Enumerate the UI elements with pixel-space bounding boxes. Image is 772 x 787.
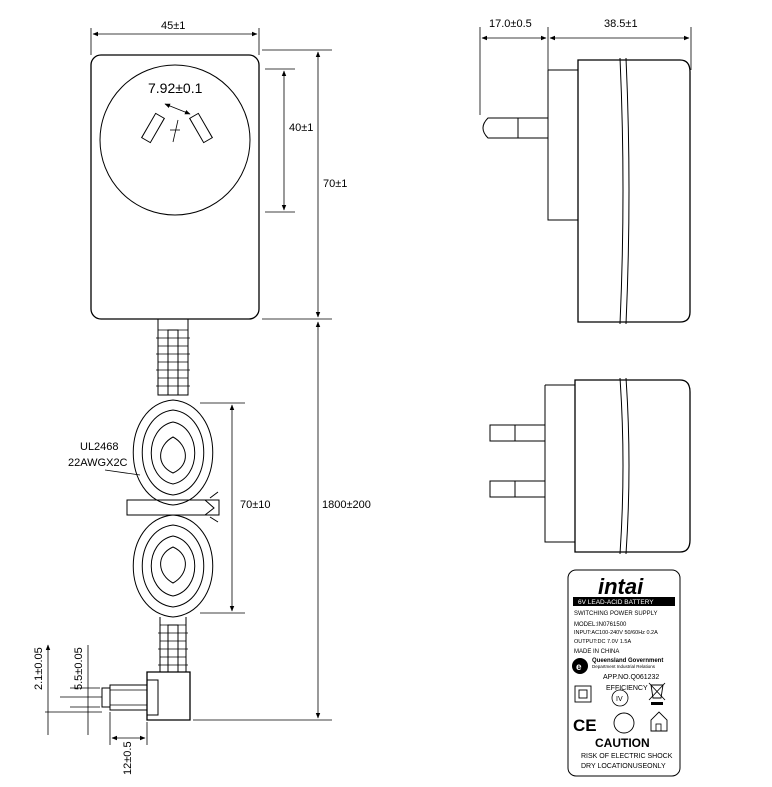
weee-bin-icon (648, 682, 666, 705)
label-warning2: DRY LOCATIONUSEONLY (581, 763, 666, 770)
indoor-use-icon (650, 711, 668, 732)
plug-outer-dim: 5.5±0.05 (73, 647, 85, 690)
side-body-bottom (574, 379, 691, 553)
circle-height-dim: 40±1 (289, 122, 313, 134)
label-outline (567, 569, 681, 777)
cable-tie (126, 499, 220, 516)
right-pin (188, 112, 214, 144)
dc-plug-body (146, 671, 191, 721)
rcm-logo-icon (572, 658, 588, 674)
svg-text:e: e (576, 662, 582, 673)
ce-mark: CE (573, 716, 597, 735)
side-pin-lower (489, 480, 546, 498)
coil-loop-lower (132, 514, 214, 618)
plug-inner-dim: 2.1±0.05 (33, 647, 45, 690)
socket-circle (99, 64, 251, 216)
blank-circle-icon (613, 712, 635, 734)
cable-assembly: 2.1±0.05 5.5±0.05 12±0.5 70±10 1800±200 (33, 319, 371, 775)
left-pin (140, 112, 166, 144)
side-pin-top (482, 117, 549, 139)
pin-spacing-dim: 7.92±0.1 (148, 80, 203, 96)
rating-label: intai 6V LEAD-ACID BATTERY SWITCHING POW… (567, 569, 681, 777)
side-view-top: 17.0±0.5 38.5±1 (479, 18, 692, 325)
efficiency-badge-icon (611, 689, 629, 707)
label-efficiency: EFFICIENCY (606, 685, 648, 692)
cable-length-dim: 1800±200 (322, 499, 371, 511)
label-banner (573, 597, 675, 606)
pin-length-dim: 17.0±0.5 (489, 18, 532, 30)
label-govt2: Department Industrial Relations (592, 664, 656, 669)
label-warning1: RISK OF ELECTRIC SHOCK (581, 753, 673, 760)
label-govt1: Queensland Government (592, 658, 663, 664)
coil-loop-upper (132, 399, 214, 506)
adapter-front-body (90, 54, 260, 320)
plug-length-dim: 12±0.5 (122, 741, 134, 775)
label-product: SWITCHING POWER SUPPLY (574, 611, 658, 617)
label-model: MODEL:IN0761500 (574, 622, 627, 628)
double-insulation-icon (574, 685, 592, 703)
label-origin: MADE IN CHINA (574, 649, 619, 655)
label-input: INPUT:AC100-240V 50/60Hz 0.2A (574, 630, 658, 636)
label-output: OUTPUT:DC 7.0V 1.5A (574, 639, 631, 645)
label-banner-text: 6V LEAD-ACID BATTERY (578, 599, 654, 606)
cable-spec-line1: UL2468 (80, 441, 119, 453)
front-view: 7.92±0.1 45±1 40±1 70±1 (90, 20, 347, 320)
front-height-dim: 70±1 (323, 178, 347, 190)
label-efficiency-level: IV (616, 696, 623, 703)
label-brand: intai (598, 574, 644, 599)
side-view-bottom (489, 377, 691, 555)
dc-plug-barrel (109, 684, 148, 711)
side-pin-upper (489, 424, 546, 442)
cable-spec-line2: 22AWGX2C (68, 457, 128, 469)
coil-length-dim: 70±10 (240, 499, 271, 511)
front-width-dim: 45±1 (161, 20, 185, 32)
label-approval: APP.NO.Q061232 (603, 674, 659, 681)
label-caution: CAUTION (595, 736, 650, 750)
side-body-top (577, 59, 691, 323)
side-depth-dim: 38.5±1 (604, 18, 638, 30)
